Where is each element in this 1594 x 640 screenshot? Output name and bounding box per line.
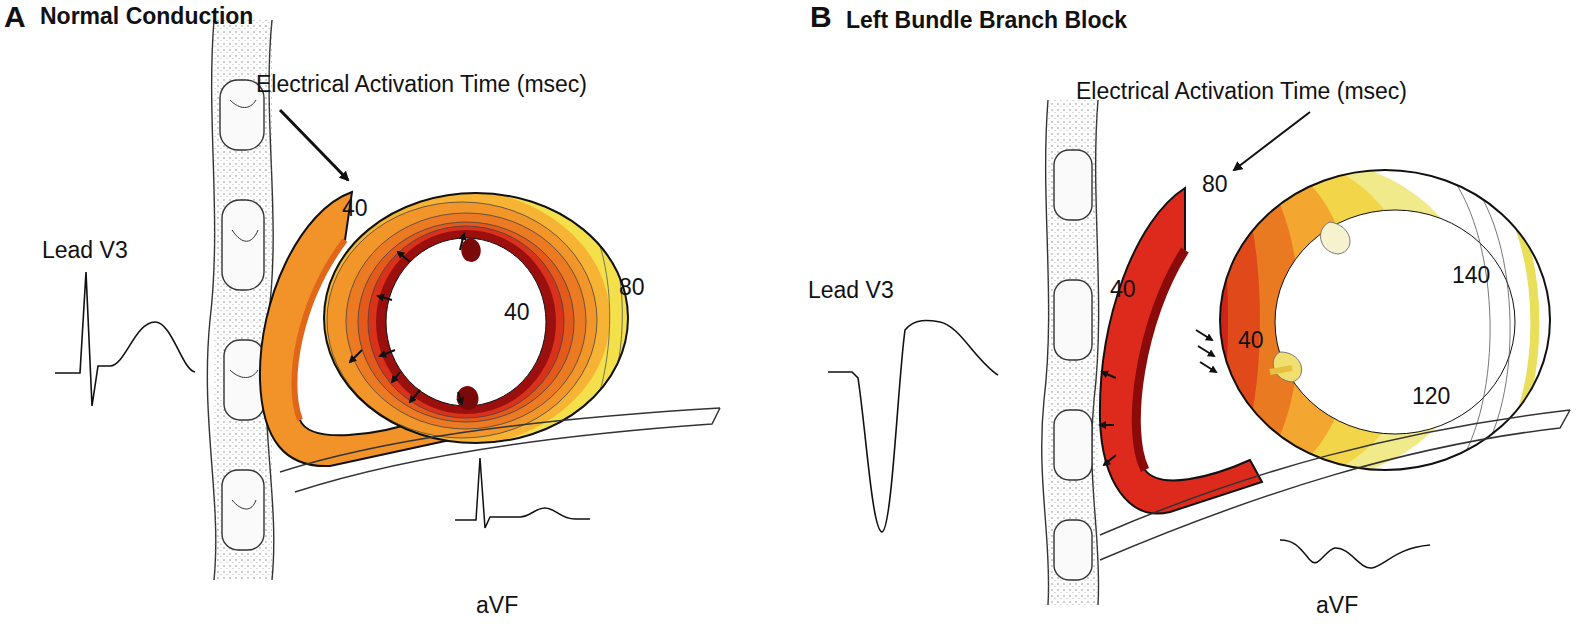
time-value: 40 bbox=[1238, 328, 1264, 353]
time-value: 40 bbox=[1110, 277, 1136, 302]
time-value: 80 bbox=[1202, 172, 1228, 197]
lead-label: aVF bbox=[476, 593, 518, 618]
time-value: 120 bbox=[1412, 384, 1450, 409]
time-value: 40 bbox=[504, 300, 530, 325]
pointer-arrow bbox=[1234, 112, 1310, 170]
panel-title: Left Bundle Branch Block bbox=[846, 8, 1127, 33]
time-value: 80 bbox=[619, 275, 645, 300]
ecg-trace bbox=[828, 320, 998, 532]
panel-letter: B bbox=[810, 0, 832, 33]
spine bbox=[1042, 100, 1099, 605]
spine bbox=[207, 20, 273, 580]
axis-label: Electrical Activation Time (msec) bbox=[256, 72, 587, 97]
diaphragm bbox=[1100, 410, 1570, 560]
ecg-trace bbox=[1280, 540, 1430, 568]
panel-title: Normal Conduction bbox=[40, 4, 253, 29]
ecg-trace bbox=[455, 458, 590, 528]
lead-label: Lead V3 bbox=[808, 278, 894, 303]
left-ventricle bbox=[1100, 160, 1560, 480]
pointer-arrow bbox=[280, 110, 348, 180]
lead-label: Lead V3 bbox=[42, 238, 128, 263]
panel-letter: A bbox=[4, 0, 26, 33]
lead-label: aVF bbox=[1316, 593, 1358, 618]
time-value: 140 bbox=[1452, 263, 1490, 288]
diaphragm bbox=[280, 408, 720, 492]
ecg-trace bbox=[55, 272, 195, 406]
axis-label: Electrical Activation Time (msec) bbox=[1076, 79, 1407, 104]
time-value: 40 bbox=[342, 196, 368, 221]
